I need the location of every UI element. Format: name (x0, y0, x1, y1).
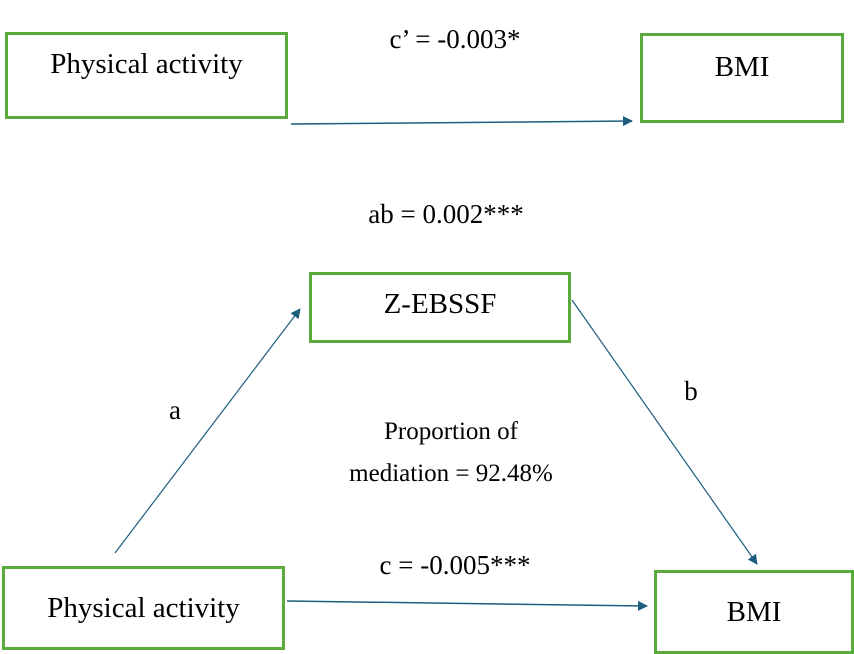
top-outcome-label: BMI (714, 50, 770, 83)
mediator-label: Z-EBSSF (383, 288, 497, 320)
path-b-label: b (684, 376, 698, 406)
arrow-c (286, 600, 648, 611)
top-predictor-box: Physical activity (5, 32, 288, 119)
indirect-effect-label: ab = 0.002*** (368, 199, 524, 229)
top-predictor-label: Physical activity (50, 48, 243, 80)
mediator-box: Z-EBSSF (309, 272, 571, 343)
arrow-b (571, 299, 758, 565)
bottom-outcome-box: BMI (654, 570, 854, 654)
path-a-label: a (169, 395, 181, 425)
path-c-label: c = -0.005*** (379, 550, 531, 580)
bottom-outcome-label: BMI (726, 595, 782, 628)
arrow-c-prime (290, 116, 633, 127)
proportion-line1: Proportion of (383, 418, 519, 445)
arrow-a (114, 308, 301, 554)
bottom-predictor-label: Physical activity (47, 591, 240, 624)
top-outcome-box: BMI (640, 33, 844, 123)
proportion-line2: mediation = 92.48% (349, 460, 553, 487)
c-prime-label: c’ = -0.003* (389, 24, 521, 54)
bottom-predictor-box: Physical activity (2, 566, 285, 650)
